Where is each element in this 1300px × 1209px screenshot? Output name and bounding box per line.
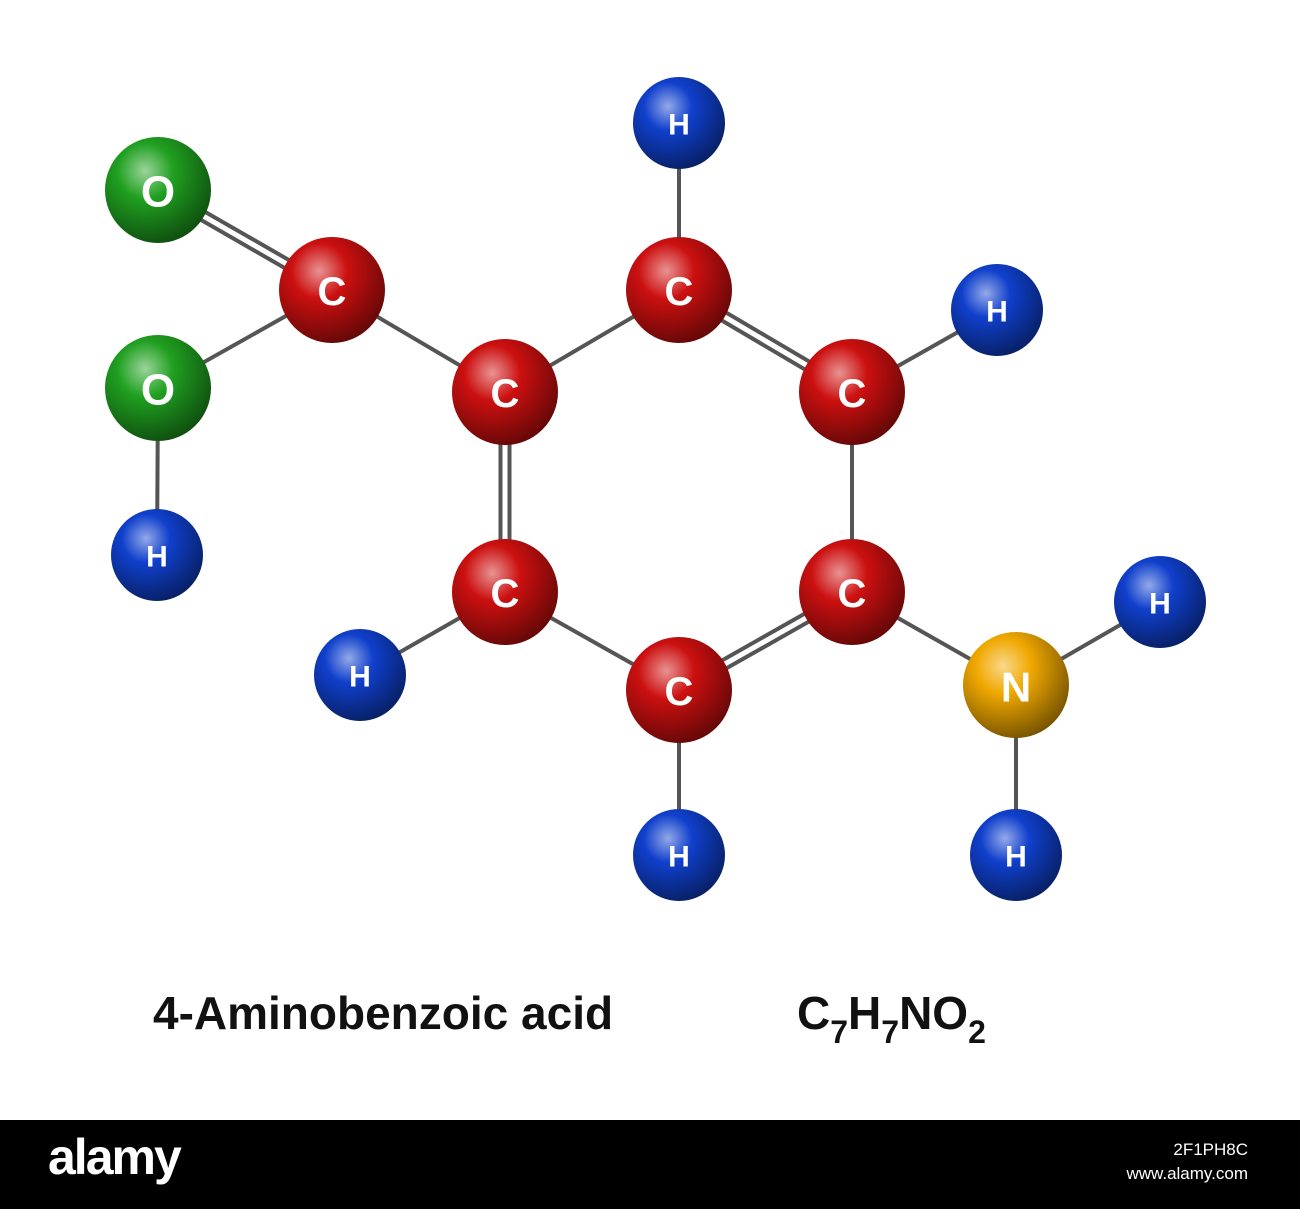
- footer-info: 2F1PH8C www.alamy.com: [1126, 1138, 1248, 1186]
- atom-c5: C: [626, 637, 732, 743]
- footer-url: www.alamy.com: [1126, 1164, 1248, 1183]
- atom-label: C: [665, 670, 694, 714]
- atom-hn1: H: [1114, 556, 1206, 648]
- atom-sphere: [799, 539, 905, 645]
- atom-label: H: [146, 541, 168, 574]
- atom-sphere: [951, 264, 1043, 356]
- atom-label: O: [141, 366, 175, 415]
- bonds-layer: [153, 121, 1162, 857]
- atom-sphere: [314, 629, 406, 721]
- formula-subscript: 7: [881, 1014, 900, 1050]
- atom-sphere: [963, 632, 1069, 738]
- atom-label: H: [349, 661, 371, 694]
- alamy-logo: alamy: [48, 1129, 182, 1185]
- atom-sphere: [1114, 556, 1206, 648]
- atom-c1: C: [452, 339, 558, 445]
- atom-label: C: [318, 270, 347, 314]
- atom-hn2: H: [970, 809, 1062, 901]
- atom-sphere: [970, 809, 1062, 901]
- atom-sphere: [105, 335, 211, 441]
- atom-c7: C: [279, 237, 385, 343]
- formula-subscript: 7: [830, 1014, 849, 1050]
- atom-h3: H: [951, 264, 1043, 356]
- atom-sphere: [111, 509, 203, 601]
- atom-sphere: [279, 237, 385, 343]
- atom-h6: H: [314, 629, 406, 721]
- formula-element: N: [899, 987, 933, 1039]
- atom-c4: C: [799, 539, 905, 645]
- formula-element: C: [797, 987, 831, 1039]
- atom-h5: H: [633, 809, 725, 901]
- atom-sphere: [626, 237, 732, 343]
- atom-label: H: [1149, 588, 1171, 621]
- atom-label: C: [838, 372, 867, 416]
- chemical-formula: C7H7NO2: [797, 986, 986, 1048]
- atom-h2: H: [633, 77, 725, 169]
- formula-element: O: [932, 987, 969, 1039]
- image-id: 2F1PH8C: [1173, 1140, 1248, 1159]
- atom-label: N: [1001, 664, 1031, 711]
- caption: 4-Aminobenzoic acid C7H7NO2: [0, 980, 1300, 1060]
- footer-bar: alamy 2F1PH8C www.alamy.com: [0, 1120, 1300, 1209]
- atom-label: C: [491, 572, 520, 616]
- atoms-layer: O O H C C C H C H C N H H C H C H: [105, 77, 1206, 901]
- atom-sphere: [626, 637, 732, 743]
- atom-label: C: [838, 572, 867, 616]
- atom-label: O: [141, 168, 175, 217]
- atom-o1: O: [105, 137, 211, 243]
- compound-name: 4-Aminobenzoic acid: [153, 987, 614, 1039]
- atom-label: H: [668, 109, 690, 142]
- atom-label: H: [1005, 841, 1027, 874]
- formula-subscript: 2: [968, 1014, 986, 1050]
- atom-sphere: [799, 339, 905, 445]
- atom-label: H: [986, 296, 1008, 329]
- atom-label: C: [665, 270, 694, 314]
- atom-sphere: [452, 339, 558, 445]
- atom-sphere: [633, 809, 725, 901]
- atom-c3: C: [799, 339, 905, 445]
- atom-n1: N: [963, 632, 1069, 738]
- formula-element: H: [848, 987, 882, 1039]
- atom-c2: C: [626, 237, 732, 343]
- atom-sphere: [633, 77, 725, 169]
- atom-sphere: [452, 539, 558, 645]
- atom-label: C: [491, 372, 520, 416]
- molecule-diagram: O O H C C C H C H C N H H C H C H: [105, 77, 1206, 901]
- atom-label: H: [668, 841, 690, 874]
- atom-o2: O: [105, 335, 211, 441]
- atom-c6: C: [452, 539, 558, 645]
- atom-sphere: [105, 137, 211, 243]
- atom-h1: H: [111, 509, 203, 601]
